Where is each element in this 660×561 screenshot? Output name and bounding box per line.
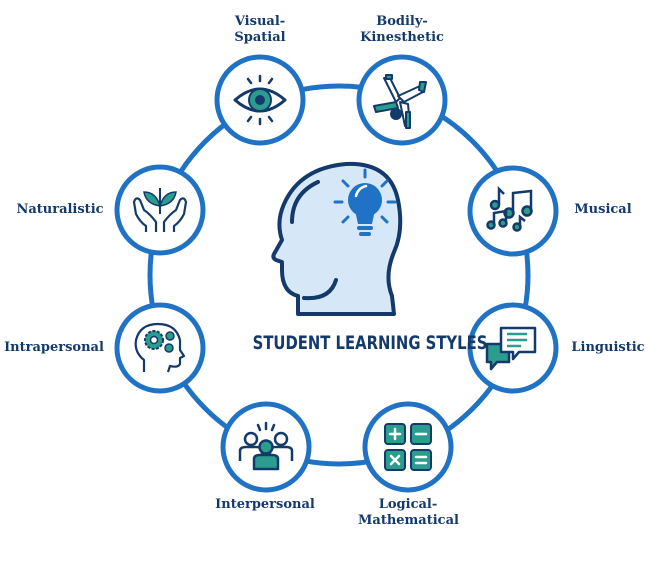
head-with-lightbulb-icon: [271, 161, 403, 316]
label-visual-spatial: Visual- Spatial: [234, 14, 286, 45]
diagram-title: STUDENT LEARNING STYLES: [252, 332, 488, 354]
label-bodily-kinesthetic: Bodily- Kinesthetic: [360, 14, 444, 45]
label-intrapersonal: Intrapersonal: [4, 340, 104, 355]
music-notes-icon: [486, 185, 533, 232]
label-interpersonal: Interpersonal: [215, 497, 315, 512]
speech-bubbles-icon: [485, 326, 537, 371]
label-linguistic: Linguistic: [571, 340, 645, 355]
cartwheel-person-icon: [373, 74, 427, 129]
eye-icon: [233, 74, 287, 126]
label-musical: Musical: [574, 202, 632, 217]
hands-plant-icon: [132, 188, 188, 232]
label-logical-mathematical: Logical- Mathematical: [358, 497, 459, 528]
node-circle-logical-mathematical: [362, 401, 454, 493]
calculator-symbols-icon: [384, 423, 432, 471]
connecting-ring: [147, 83, 531, 467]
label-naturalistic: Naturalistic: [16, 202, 104, 217]
head-gears-icon: [134, 322, 186, 373]
group-people-icon: [238, 421, 294, 471]
